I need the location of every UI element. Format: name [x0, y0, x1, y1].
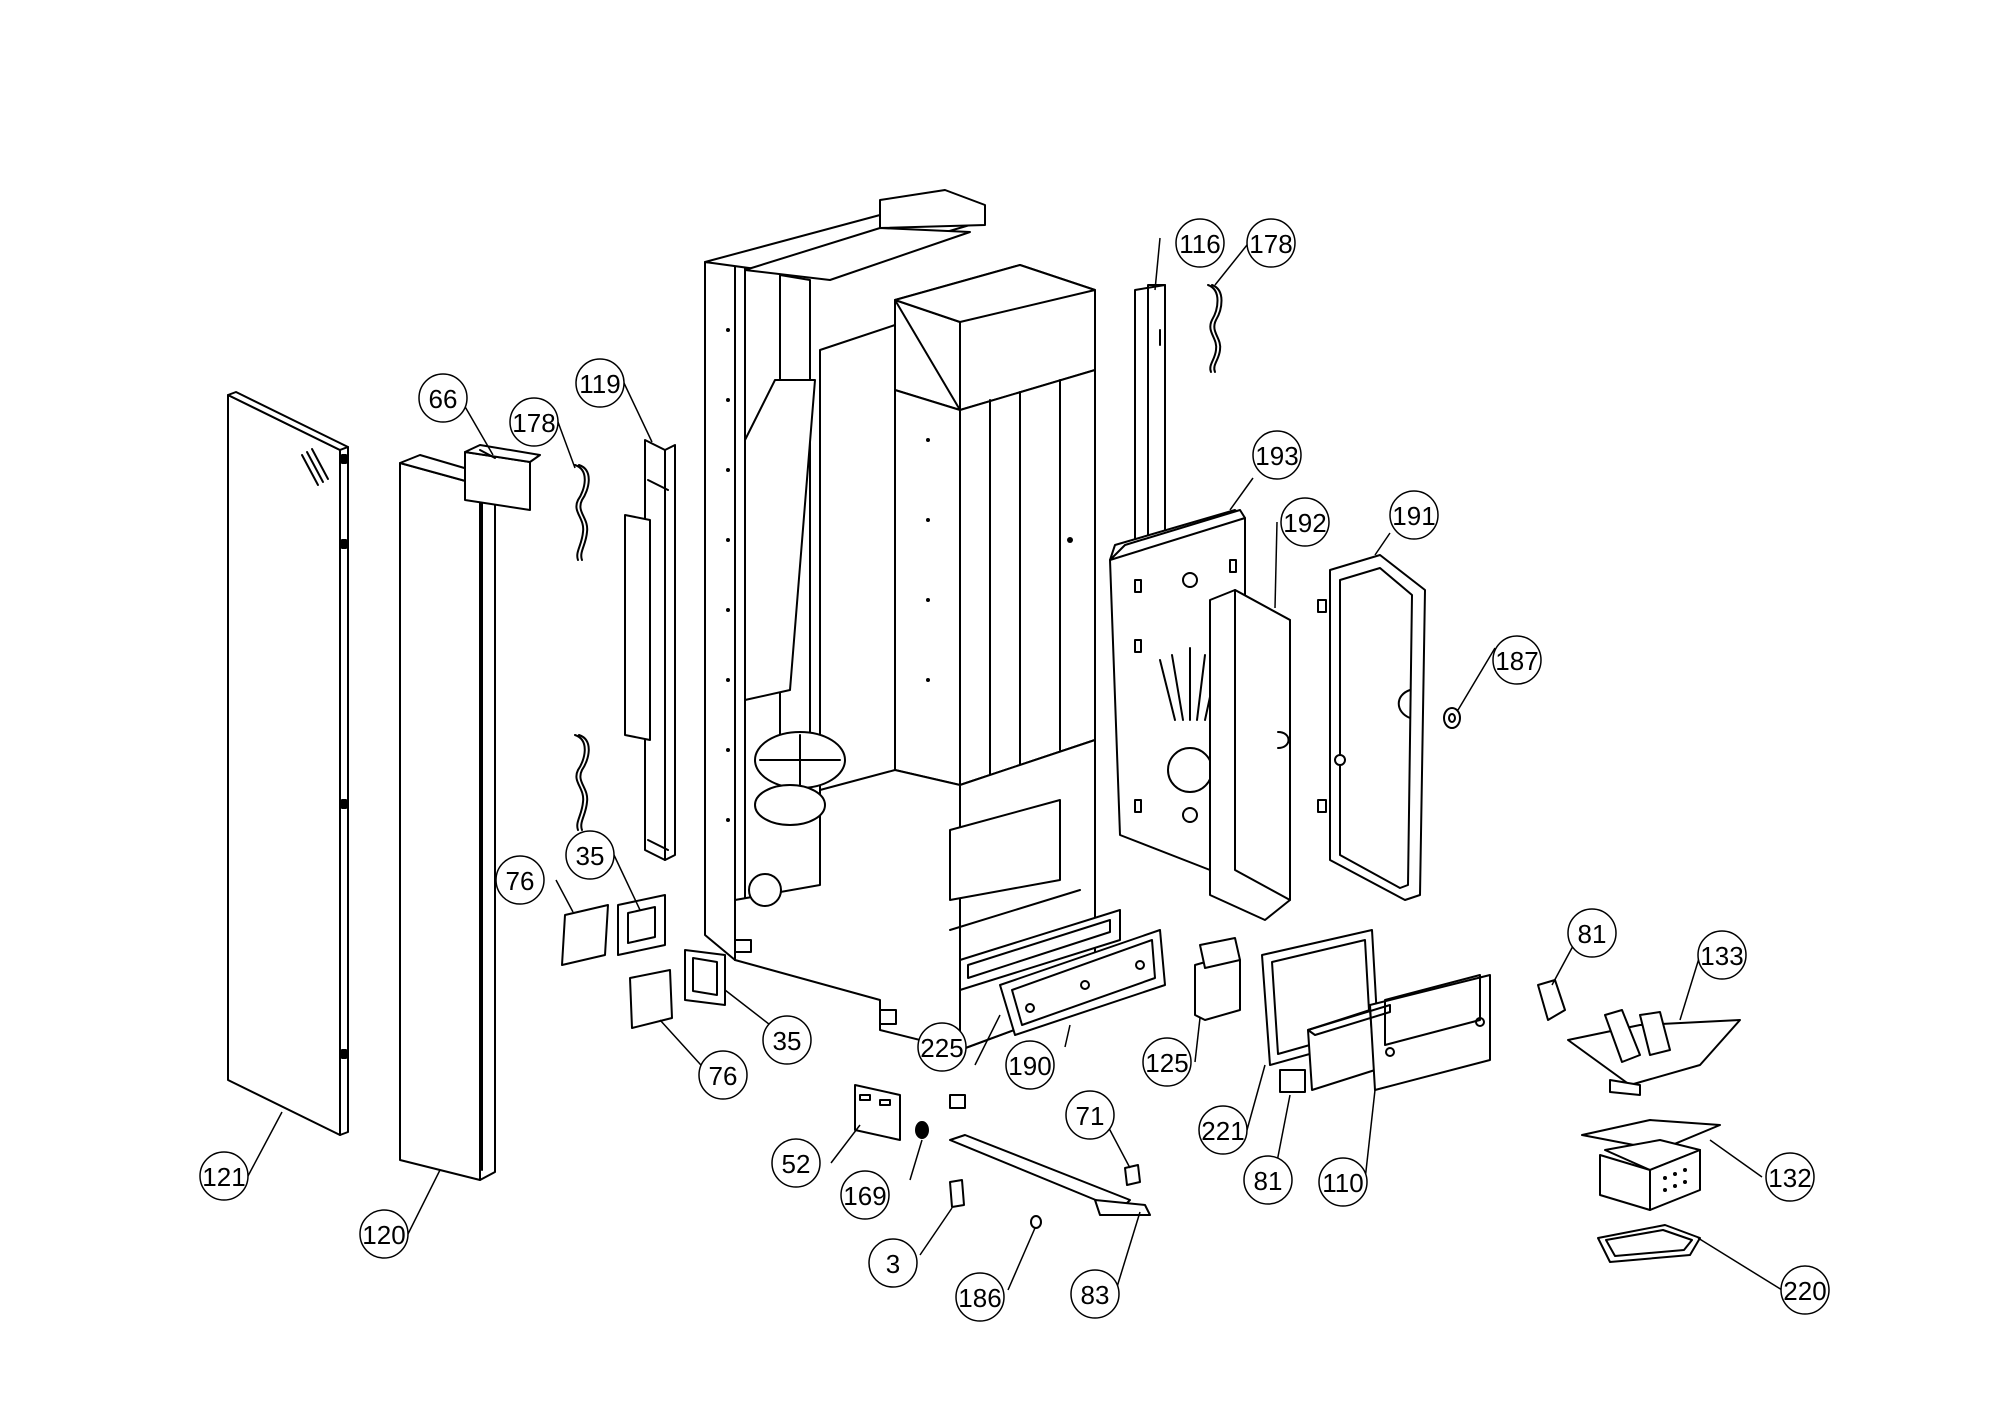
small-connector	[949, 1094, 966, 1109]
part-186-washer	[1030, 1215, 1042, 1229]
part-178-spring-right	[1207, 284, 1223, 373]
callout-label: 132	[1768, 1163, 1811, 1193]
callout-label: 52	[782, 1149, 811, 1179]
part-71-clip	[1124, 1164, 1141, 1186]
callout-label: 121	[202, 1162, 245, 1192]
callout-178: 178	[509, 397, 559, 447]
part-121-side-panel	[227, 391, 349, 1136]
callout-label: 225	[920, 1033, 963, 1063]
part-125-bracket	[1194, 937, 1241, 1021]
callout-83: 83	[1070, 1269, 1120, 1319]
callout-81-right: 81	[1567, 908, 1617, 958]
callout-label: 193	[1255, 441, 1298, 471]
callout-label: 3	[886, 1249, 900, 1279]
callout-52: 52	[771, 1138, 821, 1188]
callout-label: 178	[1249, 229, 1292, 259]
callout-187: 187	[1492, 635, 1542, 685]
callout-label: 35	[576, 841, 605, 871]
part-225-gasket	[959, 909, 1121, 991]
part-169-knob	[915, 1121, 929, 1139]
callout-label: 71	[1076, 1101, 1105, 1131]
callout-label: 187	[1495, 646, 1538, 676]
callout-220: 220	[1780, 1265, 1830, 1315]
callout-35: 35	[565, 830, 615, 880]
callout-label: 186	[958, 1283, 1001, 1313]
callout-116: 116	[1175, 218, 1225, 268]
callout-132: 132	[1765, 1152, 1815, 1202]
leader-lines	[247, 237, 1783, 1291]
part-66-bracket	[464, 444, 541, 511]
callout-133: 133	[1697, 930, 1747, 980]
callout-label: 76	[506, 866, 535, 896]
part-83-rail-bracket	[949, 1134, 1151, 1216]
part-35-gasket-lower	[684, 949, 726, 1006]
callout-71: 71	[1065, 1090, 1115, 1140]
callout-label: 220	[1783, 1276, 1826, 1306]
part-187-washer	[1443, 707, 1461, 729]
callout-121: 121	[199, 1151, 249, 1201]
part-3-switch	[949, 1179, 965, 1208]
callout-label: 66	[429, 384, 458, 414]
callout-group: 121 120 66 178 119 116 178 193 192 191 1…	[199, 218, 1830, 1322]
part-110-drawer	[1307, 974, 1491, 1091]
part-81-clip-right	[1537, 979, 1566, 1021]
callout-120: 120	[359, 1209, 409, 1259]
callout-193: 193	[1252, 430, 1302, 480]
callout-190: 190	[1005, 1040, 1055, 1090]
callout-35-lower: 35	[762, 1015, 812, 1065]
callout-label: 35	[773, 1026, 802, 1056]
callout-192: 192	[1280, 497, 1330, 547]
part-35-gasket-upper	[617, 894, 666, 956]
part-190-plate	[999, 929, 1166, 1036]
callout-186: 186	[955, 1272, 1005, 1322]
callout-label: 119	[579, 369, 620, 399]
callout-3: 3	[868, 1238, 918, 1288]
part-133-burn-pot	[1567, 1009, 1741, 1096]
callout-125: 125	[1142, 1037, 1192, 1087]
part-132-pot-base	[1581, 1119, 1721, 1211]
part-192-plate	[1209, 589, 1291, 921]
callout-label: 125	[1145, 1048, 1188, 1078]
callout-119: 119	[575, 358, 625, 408]
part-119-rail	[624, 439, 676, 861]
part-220-gasket	[1597, 1224, 1701, 1263]
main-body-frame	[704, 189, 1096, 1051]
callout-66: 66	[418, 373, 468, 423]
callout-169: 169	[840, 1170, 890, 1220]
callout-label: 192	[1283, 508, 1326, 538]
callout-178-right: 178	[1246, 218, 1296, 268]
callout-76-lower: 76	[698, 1050, 748, 1100]
callout-110: 110	[1318, 1157, 1368, 1207]
part-178-springs-left	[574, 464, 590, 831]
part-76-cover-upper	[561, 904, 609, 966]
callout-label: 191	[1392, 501, 1435, 531]
callout-label: 76	[709, 1061, 738, 1091]
callout-label: 221	[1201, 1116, 1244, 1146]
callout-221: 221	[1198, 1105, 1248, 1155]
part-52-bracket	[854, 1084, 901, 1141]
callout-191: 191	[1389, 490, 1439, 540]
part-76-cover-lower	[629, 969, 673, 1029]
callout-label: 110	[1322, 1168, 1363, 1198]
callout-label: 133	[1700, 941, 1743, 971]
callout-76: 76	[495, 855, 545, 905]
callout-label: 120	[362, 1220, 405, 1250]
callout-225: 225	[917, 1022, 967, 1072]
callout-label: 116	[1179, 229, 1220, 259]
callout-label: 169	[843, 1181, 886, 1211]
part-120-side-panel	[399, 454, 496, 1181]
part-191-door-frame	[1317, 554, 1426, 901]
callout-label: 178	[512, 408, 555, 438]
callout-label: 81	[1578, 919, 1607, 949]
callout-label: 83	[1081, 1280, 1110, 1310]
callout-label: 81	[1254, 1166, 1283, 1196]
callout-81: 81	[1243, 1155, 1293, 1205]
callout-label: 190	[1008, 1051, 1051, 1081]
part-81-clip-lower	[1279, 1069, 1306, 1093]
